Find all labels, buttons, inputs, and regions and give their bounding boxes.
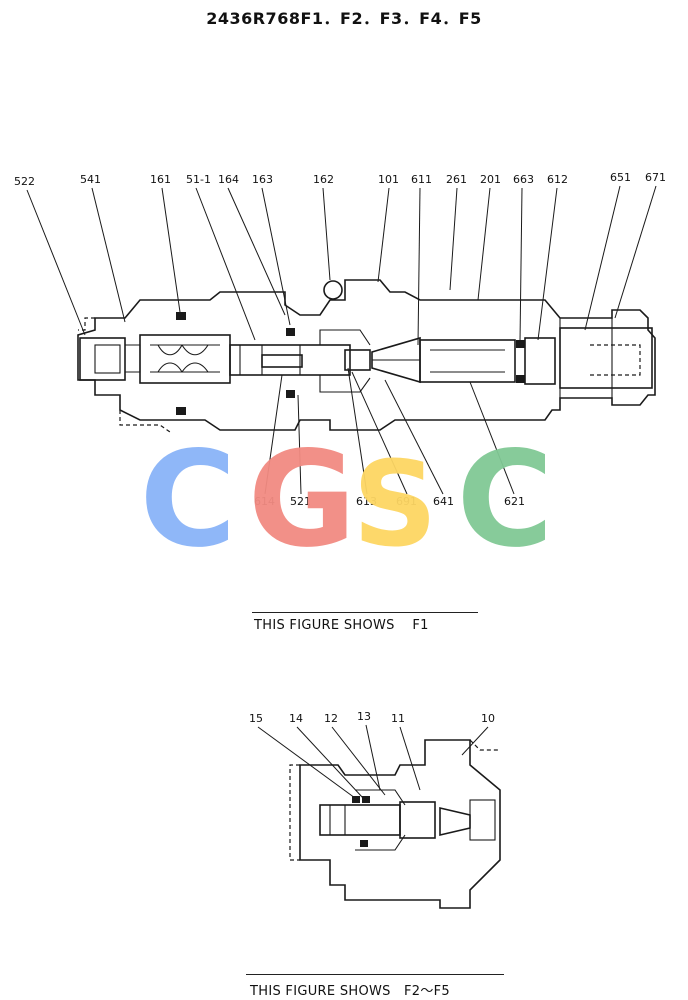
o-ring-seals bbox=[176, 312, 525, 415]
figure-f2-cross-section: 15 14 12 13 11 10 bbox=[249, 710, 501, 909]
f2-caption: THIS FIGURE SHOWS F2～F5 bbox=[250, 984, 450, 999]
label-522: 522 bbox=[14, 175, 35, 188]
left-plug bbox=[79, 337, 141, 381]
poppet-seat bbox=[344, 336, 421, 384]
f2-body-outline bbox=[289, 739, 501, 909]
valve-body-outline bbox=[77, 279, 656, 433]
label-521: 521 bbox=[290, 495, 311, 508]
label-15: 15 bbox=[249, 712, 263, 725]
label-663: 663 bbox=[513, 173, 534, 186]
piston-bore bbox=[139, 334, 231, 384]
f2-leaders bbox=[257, 724, 489, 799]
label-691: 691 bbox=[396, 495, 417, 508]
f1-caption: THIS FIGURE SHOWS F1 bbox=[254, 618, 429, 633]
label-671: 671 bbox=[645, 171, 666, 184]
label-611: 611 bbox=[411, 173, 432, 186]
f2-seals bbox=[352, 796, 370, 847]
label-541: 541 bbox=[80, 173, 101, 186]
f1-caption-rule bbox=[252, 612, 478, 613]
adjust-screw-cap bbox=[323, 280, 653, 398]
label-162: 162 bbox=[313, 173, 334, 186]
watermark-letter-c-0: C bbox=[140, 445, 236, 555]
spool bbox=[229, 329, 371, 393]
watermark-letter-s-2: S bbox=[353, 445, 438, 555]
f1-top-leaders bbox=[26, 185, 657, 346]
label-201: 201 bbox=[480, 173, 501, 186]
label-14: 14 bbox=[289, 712, 303, 725]
f1-top-labels: 522 541 161 51-1 164 163 162 101 611 261… bbox=[14, 171, 666, 188]
label-651: 651 bbox=[610, 171, 631, 184]
label-641: 641 bbox=[433, 495, 454, 508]
f2-labels: 15 14 12 13 11 10 bbox=[249, 710, 495, 725]
label-161: 161 bbox=[150, 173, 171, 186]
f1-bottom-labels: 614 521 613 691 641 621 bbox=[254, 495, 525, 508]
f2-caption-rule bbox=[246, 974, 504, 975]
f2-internals bbox=[319, 789, 496, 851]
label-12: 12 bbox=[324, 712, 338, 725]
f1-bottom-leaders bbox=[264, 367, 515, 495]
watermark-letter-c-3: C bbox=[457, 445, 550, 555]
label-101: 101 bbox=[378, 173, 399, 186]
label-11: 11 bbox=[391, 712, 405, 725]
label-13: 13 bbox=[357, 710, 371, 723]
label-612: 612 bbox=[547, 173, 568, 186]
label-51-1: 51-1 bbox=[186, 173, 211, 186]
label-621: 621 bbox=[504, 495, 525, 508]
label-261: 261 bbox=[446, 173, 467, 186]
label-10: 10 bbox=[481, 712, 495, 725]
figure-f1-cross-section: 522 541 161 51-1 164 163 162 101 611 261… bbox=[14, 171, 666, 508]
watermark-letter-g-1: G bbox=[248, 445, 356, 555]
label-614: 614 bbox=[254, 495, 275, 508]
label-613: 613 bbox=[356, 495, 377, 508]
label-163: 163 bbox=[252, 173, 273, 186]
label-164: 164 bbox=[218, 173, 239, 186]
spring-chamber bbox=[419, 337, 556, 385]
drawing-number-title: 2436R768F1．F2．F3．F4．F5 bbox=[206, 9, 482, 28]
